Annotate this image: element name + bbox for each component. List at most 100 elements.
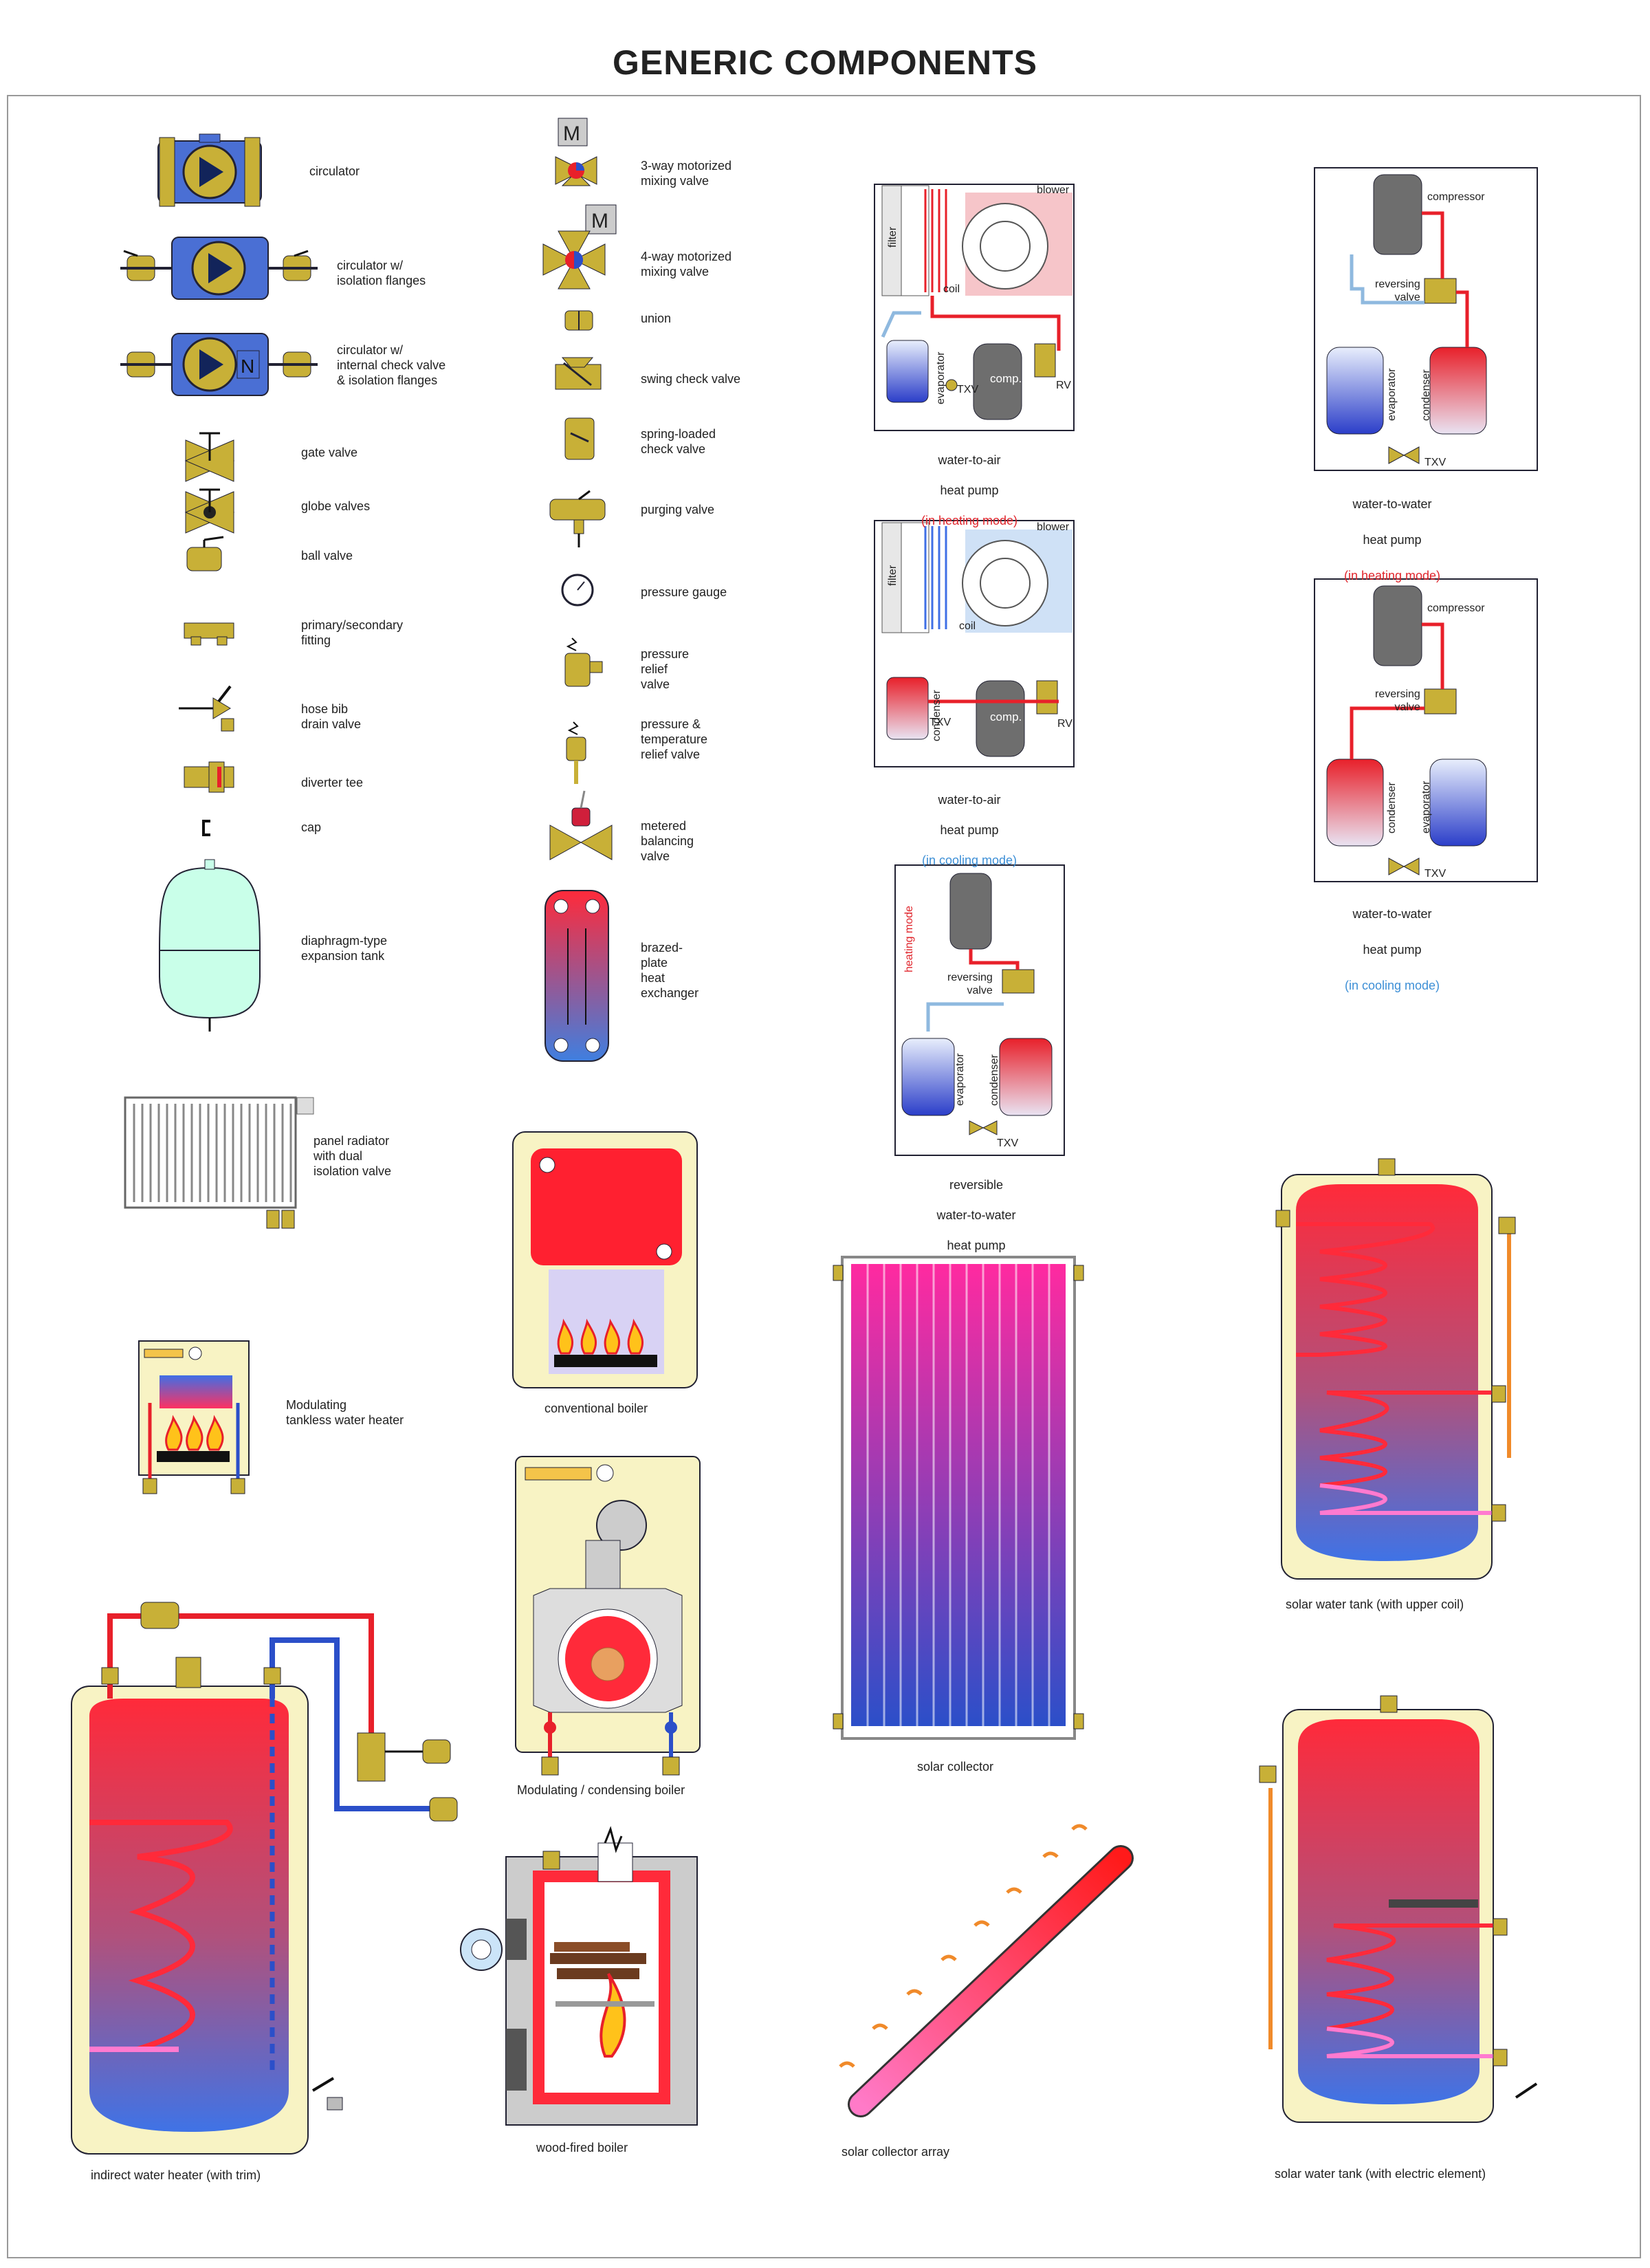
- label-txv-3: TXV: [1424, 457, 1446, 468]
- label-comp-1: comp.: [990, 372, 1022, 385]
- wtw-heating-icon: [1314, 167, 1538, 471]
- expansion-tank-icon: [159, 859, 261, 1032]
- caption-wta-heating-line1: water-to-air: [938, 453, 1001, 467]
- three-way-valve-icon: M: [555, 118, 597, 186]
- label-heating-mode: heating mode: [903, 906, 915, 972]
- label-reversing-3: reversing valve: [947, 972, 993, 996]
- label-circulator: circulator: [309, 164, 360, 178]
- tankless-heater-icon: [138, 1340, 250, 1494]
- brazed-plate-hx-icon: [544, 890, 609, 1062]
- caption-wtw-cooling: water-to-water heat pump (in cooling mod…: [1313, 891, 1471, 1008]
- label-reversing-1: reversing valve: [1375, 279, 1420, 303]
- label-condenser-1: condenser: [931, 690, 943, 741]
- label-condenser-4: condenser: [989, 1054, 1000, 1106]
- primary-secondary-icon: [184, 622, 234, 646]
- wta-heating-icon: [874, 184, 1075, 431]
- caption-wtw-heating-line1: water-to-water: [1352, 497, 1432, 511]
- label-txv-4: TXV: [1424, 868, 1446, 880]
- label-filter-2: filter: [887, 565, 899, 586]
- solar-collector-icon: [833, 1256, 1084, 1740]
- label-wood-boiler: wood-fired boiler: [536, 2141, 628, 2155]
- label-union: union: [641, 312, 672, 325]
- label-pressure-relief: pressure relief valve: [641, 647, 690, 691]
- spring-check-valve-icon: [564, 417, 595, 460]
- caption-wtw-cooling-line2: heat pump: [1363, 943, 1422, 957]
- pressure-gauge-icon: [561, 574, 594, 607]
- label-evaporator-4: evaporator: [954, 1053, 966, 1106]
- globe-valve-icon: [184, 488, 235, 534]
- label-three-way: 3-way motorized mixing valve: [641, 159, 732, 188]
- label-coil-1: coil: [943, 283, 960, 295]
- label-conventional-boiler: conventional boiler: [544, 1402, 648, 1415]
- label-swing-check: swing check valve: [641, 372, 741, 386]
- indirect-water-heater-icon: [71, 1602, 458, 2155]
- diagram-frame: [7, 95, 1641, 2258]
- svg-text:M: M: [563, 122, 580, 145]
- wood-fired-boiler-icon: [460, 1826, 698, 2126]
- label-purging: purging valve: [641, 503, 715, 516]
- label-evaporator-3: evaporator: [1420, 781, 1432, 834]
- solar-tank-upper-icon: [1275, 1158, 1516, 1580]
- union-icon: [564, 310, 593, 331]
- label-filter-1: filter: [887, 226, 899, 248]
- svg-text:N: N: [241, 356, 254, 377]
- label-rv-2: RV: [1057, 718, 1072, 730]
- label-tankless: Modulating tankless water heater: [286, 1398, 404, 1427]
- reversible-wtw-icon: [894, 864, 1065, 1156]
- gate-valve-icon: [184, 432, 235, 482]
- caption-wta-cooling-line2: heat pump: [940, 823, 999, 837]
- pt-relief-valve-icon: [566, 721, 586, 784]
- label-blower-1: blower: [1037, 184, 1070, 196]
- circulator-icon: [157, 133, 262, 207]
- label-rv-1: RV: [1056, 380, 1071, 391]
- label-pressure-gauge: pressure gauge: [641, 585, 727, 599]
- label-circulator-iso: circulator w/ isolation flanges: [337, 259, 426, 287]
- label-panel-radiator: panel radiator with dual isolation valve: [314, 1134, 392, 1178]
- label-reversing-2: reversing valve: [1375, 688, 1420, 713]
- caption-reversible: reversible water-to-water heat pump: [901, 1162, 1052, 1268]
- ball-valve-icon: [186, 536, 224, 571]
- label-evaporator-1: evaporator: [935, 351, 947, 405]
- svg-text:M: M: [591, 210, 608, 232]
- label-solar-tank-electric: solar water tank (with electric element): [1275, 2167, 1486, 2181]
- metered-balancing-valve-icon: [549, 790, 613, 860]
- label-brazed-plate: brazed- plate heat exchanger: [641, 941, 699, 1000]
- label-indirect-heater: indirect water heater (with trim): [91, 2168, 261, 2182]
- solar-array-icon: [839, 1824, 1134, 2117]
- purging-valve-icon: [549, 490, 606, 547]
- label-ball-valve: ball valve: [301, 549, 353, 563]
- label-spring-check: spring-loaded check valve: [641, 427, 716, 456]
- diverter-tee-icon: [184, 761, 234, 793]
- caption-wta-cooling: water-to-air heat pump (in cooling mode): [894, 777, 1045, 883]
- caption-wtw-heating: water-to-water heat pump (in heating mod…: [1313, 481, 1471, 598]
- circulator-iso-icon: [120, 237, 318, 300]
- label-hose-bib: hose bib drain valve: [301, 702, 362, 731]
- label-primary-secondary: primary/secondary fitting: [301, 618, 404, 647]
- label-globe-valves: globe valves: [301, 499, 371, 513]
- label-compressor-2: compressor: [1427, 602, 1485, 614]
- label-circulator-check: circulator w/ internal check valve & iso…: [337, 343, 446, 387]
- label-cap: cap: [301, 820, 322, 834]
- panel-radiator-icon: [124, 1096, 314, 1229]
- label-solar-tank-upper: solar water tank (with upper coil): [1286, 1598, 1464, 1611]
- label-condenser-2: condenser: [1420, 369, 1432, 421]
- caption-reversible-line1: reversible: [949, 1178, 1004, 1192]
- caption-wtw-cooling-line1: water-to-water: [1352, 907, 1432, 921]
- wta-cooling-icon: [874, 520, 1075, 767]
- page-title: GENERIC COMPONENTS: [612, 43, 1038, 82]
- solar-tank-electric-icon: [1259, 1695, 1538, 2123]
- label-txv-2: TXV: [930, 717, 952, 728]
- label-gate-valve: gate valve: [301, 446, 358, 459]
- caption-reversible-line3: heat pump: [947, 1239, 1006, 1252]
- label-metered-balancing: metered balancing valve: [641, 819, 694, 863]
- label-mod-boiler: Modulating / condensing boiler: [517, 1783, 685, 1797]
- caption-wta-heating-line2: heat pump: [940, 483, 999, 497]
- caption-wtw-cooling-mode: (in cooling mode): [1344, 979, 1440, 992]
- label-solar-collector: solar collector: [917, 1760, 994, 1774]
- caption-wta-heating: water-to-air heat pump (in heating mode): [894, 437, 1045, 543]
- mod-condensing-boiler-icon: [515, 1456, 701, 1776]
- label-coil-2: coil: [959, 620, 976, 632]
- circulator-check-icon: N: [120, 333, 318, 396]
- caption-wta-heating-mode: (in heating mode): [921, 514, 1018, 527]
